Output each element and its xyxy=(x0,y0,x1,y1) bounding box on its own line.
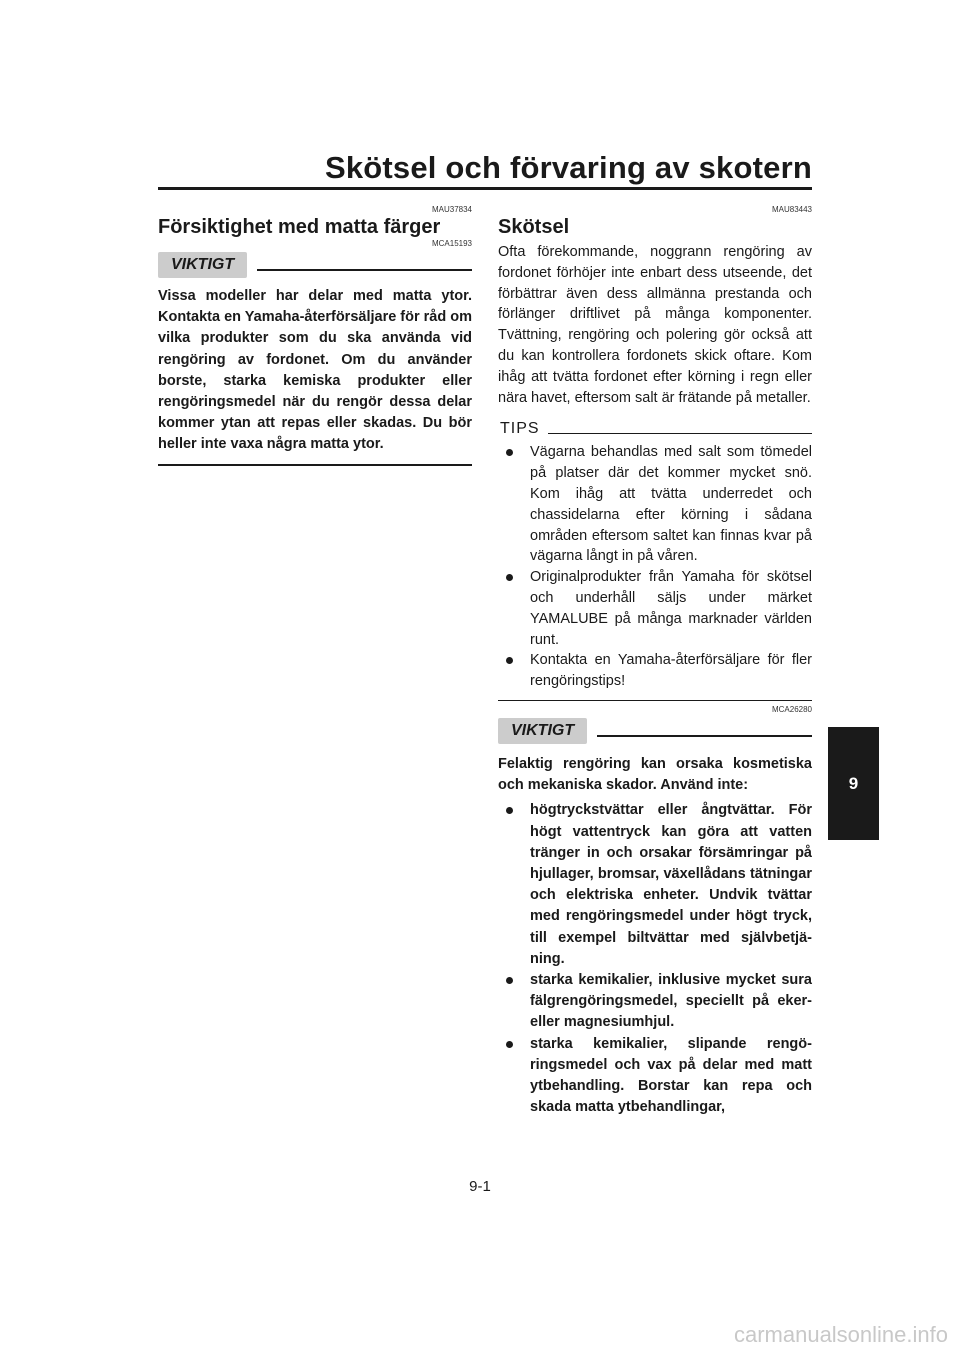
notice-rule xyxy=(257,269,472,271)
title-rule xyxy=(158,187,812,190)
page-title: Skötsel och förvaring av skotern xyxy=(324,150,812,185)
notice-intro: Felaktig rengöring kan orsaka kosmetis­k… xyxy=(498,755,812,794)
list-item: starka kemikalier, inklusive mycket sura… xyxy=(506,970,812,1034)
right-column: MAU83443 Skötsel Ofta förekommande, nogg… xyxy=(498,205,812,1118)
list-item: starka kemikalier, slipande rengö­ringsm… xyxy=(506,1034,812,1119)
notice-header: VIKTIGT xyxy=(158,252,472,278)
notice-label: VIKTIGT xyxy=(498,717,588,744)
body-paragraph: Ofta förekommande, noggrann rengöring av… xyxy=(498,244,812,406)
watermark: carmanualsonline.info xyxy=(733,1322,948,1347)
bullet-icon xyxy=(506,657,513,665)
section-heading: Skötsel xyxy=(498,216,570,238)
tips-label: TIPS xyxy=(500,420,540,438)
bullet-icon xyxy=(506,574,513,582)
notice-code: MCA26280 xyxy=(771,704,812,714)
notice-list: högtryckstvättar eller ångtvättar. För h… xyxy=(498,800,812,1118)
section-heading: Försiktighet med matta färger xyxy=(158,216,441,238)
bullet-icon xyxy=(506,807,513,815)
left-column: MAU37834 Försiktighet med matta färger M… xyxy=(158,205,472,466)
notice-rule xyxy=(597,734,812,737)
bullet-icon xyxy=(506,1040,513,1048)
bullet-icon xyxy=(506,976,513,984)
list-item: Vägarna behandlas med salt som tö­medel … xyxy=(506,442,812,567)
tips-rule xyxy=(547,433,812,435)
notice-code: MCA15193 xyxy=(431,239,472,248)
page-number: 9-1 xyxy=(469,1178,491,1195)
chapter-tab: 9 xyxy=(828,727,879,840)
section-code: MAU83443 xyxy=(771,205,812,214)
list-item: högtryckstvättar eller ångtvättar. För h… xyxy=(506,800,812,970)
list-item: Originalprodukter från Yamaha för skötse… xyxy=(506,567,812,650)
bullet-icon xyxy=(506,449,513,457)
list-item: Kontakta en Yamaha-återförsäljare för fl… xyxy=(506,650,812,692)
tips-end-rule xyxy=(498,699,812,701)
notice-header: VIKTIGT xyxy=(498,717,812,744)
notice-label: VIKTIGT xyxy=(158,252,248,278)
tips-list: Vägarna behandlas med salt som tö­medel … xyxy=(498,442,812,692)
tips-header: TIPS xyxy=(498,420,812,438)
notice-end-rule xyxy=(158,463,472,466)
notice-text: Vissa modeller har delar med matta ytor.… xyxy=(158,288,473,453)
section-code: MAU37834 xyxy=(431,205,472,214)
